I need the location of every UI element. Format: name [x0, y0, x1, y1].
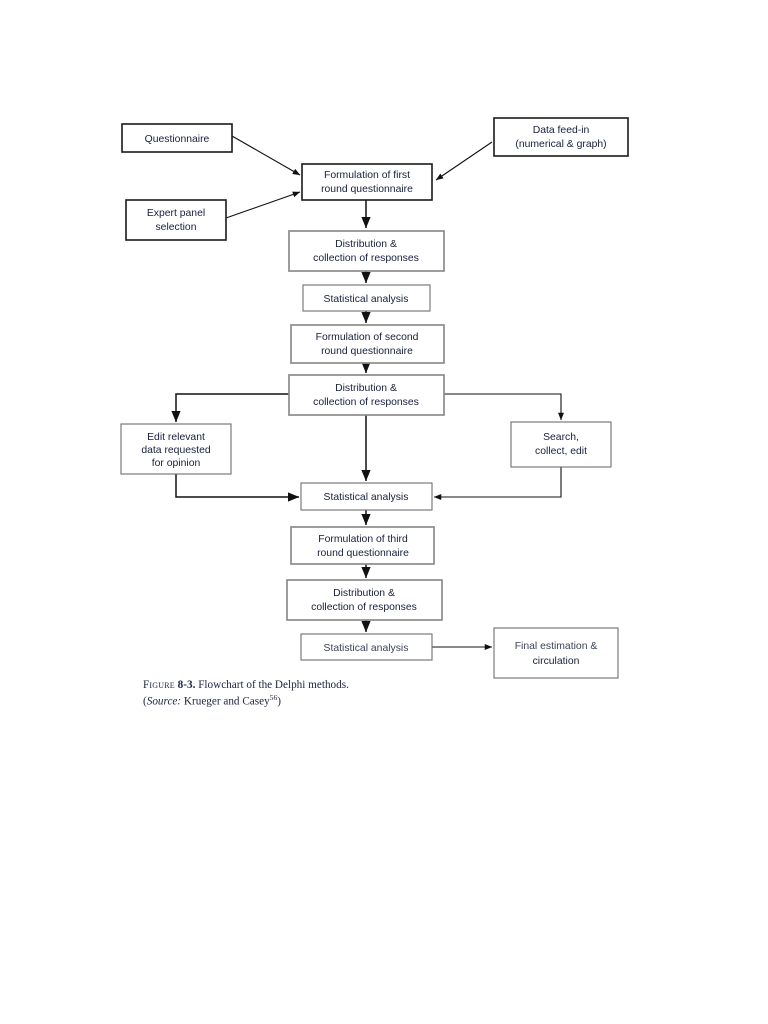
node-distribution-collection-2[interactable]: Distribution & collection of responses	[288, 374, 445, 416]
node-edit-relevant-data[interactable]: Edit relevant data requested for opinion	[120, 423, 232, 475]
node-data-feed-in-label-line1: Data feed-in	[533, 125, 590, 136]
node-distribution1-label-line2: collection of responses	[313, 253, 419, 264]
node-distribution2-label-line2: collection of responses	[313, 397, 419, 408]
edge-layer	[171, 135, 564, 650]
node-formulation-third-label-line1: Formulation of third	[318, 534, 408, 545]
edge-distribution2-to-edit	[171, 393, 289, 423]
node-distribution2-label-line1: Distribution &	[335, 383, 397, 394]
node-statistical2-label: Statistical analysis	[324, 492, 409, 503]
caption-figure-number: 8-3.	[177, 679, 196, 691]
node-statistical1-label: Statistical analysis	[324, 294, 409, 305]
caption-paren-open: (	[143, 695, 147, 708]
caption-paren-close: )	[277, 695, 281, 708]
node-formulation-first-label-line2: round questionnaire	[321, 184, 413, 195]
node-final-estimation-label-line2: circulation	[533, 656, 580, 667]
node-edit-label-line3: for opinion	[152, 458, 201, 469]
node-expert-panel-selection[interactable]: Expert panel selection	[125, 199, 227, 241]
edge-distribution2-to-search	[444, 393, 564, 421]
node-expert-panel-label-line2: selection	[155, 222, 196, 233]
node-search-label-line1: Search,	[543, 432, 579, 443]
caption-title-text: Flowchart of the Delphi methods.	[198, 679, 349, 691]
caption-line-source: (Source: Krueger and Casey56)	[143, 693, 703, 710]
node-questionnaire[interactable]: Questionnaire	[121, 123, 233, 153]
edge-datafeed-to-formulation	[435, 141, 493, 181]
node-distribution-collection-3[interactable]: Distribution & collection of responses	[286, 579, 443, 621]
edge-search-to-statistical2	[433, 467, 562, 500]
edge-questionnaire-to-formulation	[231, 135, 301, 176]
edge-expertpanel-to-formulation	[225, 191, 301, 219]
node-statistical-analysis-2[interactable]: Statistical analysis	[300, 482, 433, 511]
delphi-flowchart: Questionnaire Data feed-in (numerical & …	[120, 117, 629, 679]
node-distribution3-label-line1: Distribution &	[333, 588, 395, 599]
node-distribution1-label-line1: Distribution &	[335, 239, 397, 250]
node-expert-panel-label-line1: Expert panel	[147, 208, 205, 219]
node-final-estimation-label-line1: Final estimation &	[515, 641, 598, 652]
node-formulation-first-label-line1: Formulation of first	[324, 170, 410, 181]
node-formulation-first-round[interactable]: Formulation of first round questionnaire	[301, 163, 433, 201]
node-formulation-second-round[interactable]: Formulation of second round questionnair…	[290, 324, 445, 364]
caption-figure-word: Figure	[143, 679, 175, 691]
edge-edit-to-statistical2	[175, 474, 300, 502]
node-edit-label-line2: data requested	[141, 445, 211, 456]
caption-source-reference: 56	[269, 692, 278, 702]
node-formulation-second-label-line1: Formulation of second	[316, 332, 419, 343]
node-distribution3-label-line2: collection of responses	[311, 602, 417, 613]
node-edit-label-line1: Edit relevant	[147, 432, 205, 443]
node-formulation-second-label-line2: round questionnaire	[321, 346, 413, 357]
caption-source-text: Krueger and Casey	[183, 695, 270, 708]
node-distribution-collection-1[interactable]: Distribution & collection of responses	[288, 230, 445, 272]
caption-line-title: Figure 8-3. Flowchart of the Delphi meth…	[143, 678, 703, 693]
node-formulation-third-label-line2: round questionnaire	[317, 548, 409, 559]
node-statistical-analysis-1[interactable]: Statistical analysis	[302, 284, 431, 312]
node-search-collect-edit[interactable]: Search, collect, edit	[510, 421, 612, 468]
node-data-feed-in[interactable]: Data feed-in (numerical & graph)	[493, 117, 629, 157]
node-questionnaire-label: Questionnaire	[145, 134, 210, 145]
node-statistical3-label: Statistical analysis	[324, 643, 409, 654]
node-data-feed-in-label-line2: (numerical & graph)	[515, 139, 606, 150]
node-final-estimation[interactable]: Final estimation & circulation	[493, 627, 619, 679]
caption-source-label: Source:	[146, 695, 182, 708]
node-statistical-analysis-3[interactable]: Statistical analysis	[300, 633, 433, 661]
figure-caption: Figure 8-3. Flowchart of the Delphi meth…	[143, 678, 703, 709]
node-search-label-line2: collect, edit	[535, 446, 587, 457]
node-formulation-third-round[interactable]: Formulation of third round questionnaire	[290, 526, 435, 565]
